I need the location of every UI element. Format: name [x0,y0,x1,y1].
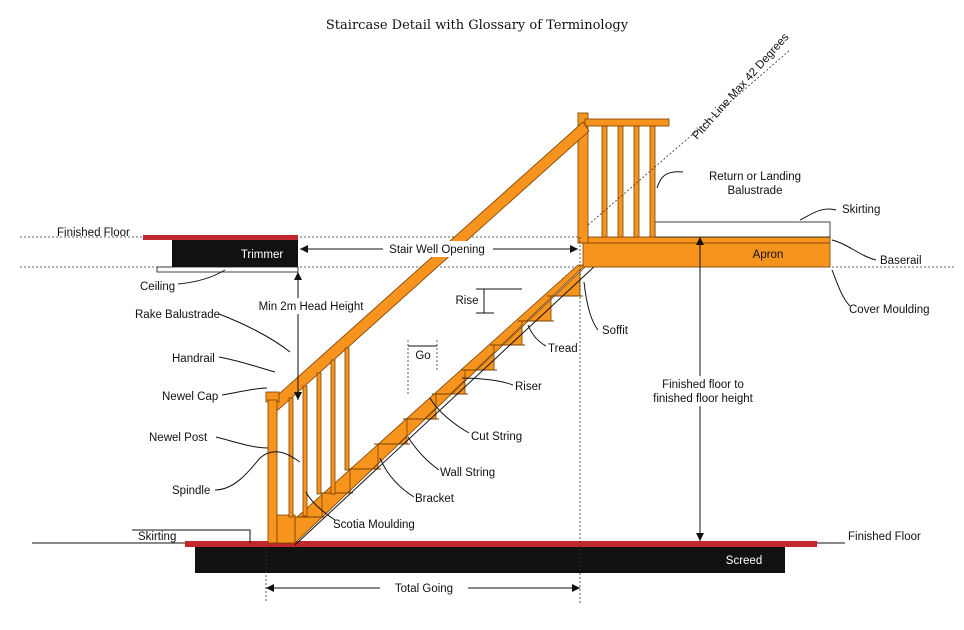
skirting-bottom-label: Skirting [138,531,176,543]
finished-floor-top-label: Finished Floor [57,227,130,239]
ceiling-label: Ceiling [140,281,175,293]
landing-floor [577,236,831,244]
return-balustrade-label-1: Return or Landing [709,171,801,183]
ceiling-board [156,266,299,273]
trimmer-block [172,240,298,267]
soffit-label: Soffit [602,325,629,337]
riser-label: Riser [515,381,542,393]
pitch-line [587,49,791,226]
skirting-top-label: Skirting [842,204,880,216]
lower-finished-floor-strip [185,541,817,547]
leader-lines [177,171,877,521]
return-balustrade-label-2: Balustrade [728,185,783,197]
baserail-label: Baserail [880,255,922,267]
baserail-bottom [276,514,296,544]
stairwell-opening-label: Stair Well Opening [389,244,485,256]
apron-label: Apron [753,249,784,261]
upper-finished-floor-strip [143,235,298,240]
scotia-moulding-label: Scotia Moulding [333,519,415,531]
tread-label: Tread [548,343,578,355]
ff-height-label-line1: Finished floor to [662,379,744,391]
total-going-label: Total Going [395,583,453,595]
rake-handrail [269,121,590,411]
left-wall-skirting [132,529,251,543]
screed-label: Screed [726,555,762,567]
bracket-label: Bracket [415,493,455,505]
upper-newel-post [577,112,589,244]
cut-string-label: Cut String [471,431,522,443]
rake-balustrade-label: Rake Balustrade [135,309,220,321]
diagram-title: Staircase Detail with Glossary of Termin… [326,18,629,33]
ff-height-label-line2: finished floor height [653,393,754,405]
finished-floor-bottom-label: Finished Floor [848,531,921,543]
soffit-line [294,264,597,546]
trimmer-label: Trimmer [241,249,284,261]
landing-spindles [601,125,656,238]
screed-block [195,547,785,573]
rake-spindles [288,347,350,518]
apron-block [582,242,831,268]
landing-skirting [654,221,831,238]
cover-moulding-label: Cover Moulding [849,304,930,316]
head-height-label: Min 2m Head Height [259,301,365,313]
newel-cap-label: Newel Cap [162,391,218,403]
rise-label: Rise [455,295,478,307]
pitch-line-label: Pitch Line Max 42 Degrees [690,31,791,142]
handrail-label: Handrail [172,353,215,365]
newel-post [267,399,278,544]
go-label: Go [415,350,430,362]
wall-string-label: Wall String [440,467,495,479]
newel-post-label: Newel Post [149,432,208,444]
landing-handrail [584,118,670,127]
spindle-label: Spindle [172,485,210,497]
